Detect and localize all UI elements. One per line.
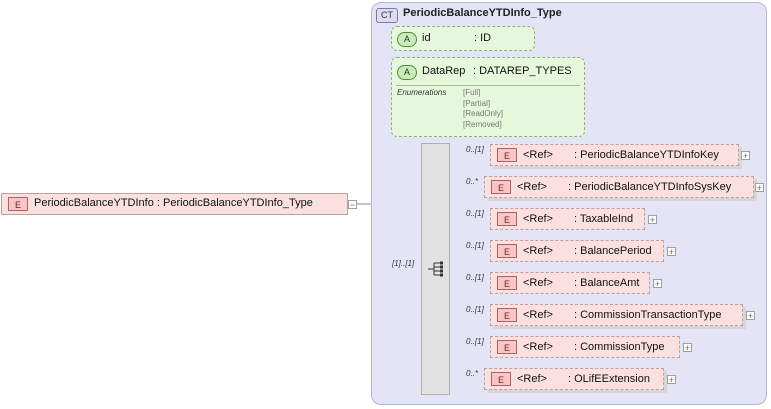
enumerations-label: Enumerations: [397, 88, 447, 97]
element-commissiontype[interactable]: E <Ref> : CommissionType: [490, 336, 680, 358]
element-cardinality: 0..[1]: [466, 209, 484, 218]
element-cardinality: 0..[1]: [466, 241, 484, 250]
element-type: : PeriodicBalanceYTDInfoKey: [574, 149, 719, 161]
element-balanceperiod[interactable]: E <Ref> : BalancePeriod: [490, 240, 664, 262]
expand-icon[interactable]: +: [683, 343, 692, 353]
enumeration-value: [Partial]: [463, 98, 491, 108]
element-badge: E: [8, 197, 28, 211]
sequence-compositor[interactable]: [421, 143, 450, 395]
element-cardinality: 0..*: [466, 177, 479, 186]
element-cardinality: 0..[1]: [466, 145, 484, 154]
expand-icon[interactable]: +: [667, 375, 676, 385]
expand-icon[interactable]: +: [755, 183, 764, 193]
element-badge: E: [497, 244, 517, 258]
enumeration-value: [Removed]: [463, 119, 502, 129]
element-type: : CommissionTransactionType: [574, 309, 722, 321]
element-type: : CommissionType: [574, 341, 665, 353]
element-cardinality: 0..[1]: [466, 337, 484, 346]
element-cardinality: 0..*: [466, 369, 479, 378]
element-type: : BalanceAmt: [574, 277, 640, 289]
element-badge: E: [491, 372, 511, 386]
element-ref: <Ref>: [523, 341, 553, 353]
expand-icon[interactable]: +: [741, 151, 750, 161]
expand-icon[interactable]: +: [667, 247, 676, 257]
attribute-badge: A: [397, 32, 417, 47]
element-badge: E: [491, 180, 511, 194]
expand-icon[interactable]: +: [648, 215, 657, 225]
attribute-datarep[interactable]: A DataRep : DATAREP_TYPES Enumerations […: [391, 57, 585, 137]
divider: [396, 85, 580, 86]
collapse-icon[interactable]: −: [348, 200, 357, 210]
attribute-name: id: [422, 32, 431, 44]
root-element[interactable]: E PeriodicBalanceYTDInfo : PeriodicBalan…: [1, 193, 348, 215]
element-type: : TaxableInd: [574, 213, 634, 225]
enumeration-list: [Full] [Partial] [ReadOnly] [Removed]: [463, 88, 503, 130]
element-ref: <Ref>: [523, 245, 553, 257]
root-element-label: PeriodicBalanceYTDInfo : PeriodicBalance…: [34, 197, 313, 209]
element-ref: <Ref>: [523, 277, 553, 289]
element-taxableind[interactable]: E <Ref> : TaxableInd: [490, 208, 645, 230]
element-type: : OLifEExtension: [568, 373, 650, 385]
element-commissiontransactiontype[interactable]: E <Ref> : CommissionTransactionType: [490, 304, 743, 326]
attribute-type: : DATAREP_TYPES: [473, 65, 572, 77]
element-type: : BalancePeriod: [574, 245, 652, 257]
element-badge: E: [497, 276, 517, 290]
element-ref: <Ref>: [517, 181, 547, 193]
element-type: : PeriodicBalanceYTDInfoSysKey: [568, 181, 732, 193]
attribute-id[interactable]: A id : ID: [391, 26, 535, 51]
element-badge: E: [497, 340, 517, 354]
complex-type-badge: CT: [376, 8, 398, 23]
expand-icon[interactable]: +: [653, 279, 662, 289]
enumeration-value: [Full]: [463, 88, 481, 97]
sequence-cardinality: [1]..[1]: [392, 259, 415, 268]
element-balanceamt[interactable]: E <Ref> : BalanceAmt: [490, 272, 650, 294]
enumeration-value: [ReadOnly]: [463, 109, 504, 118]
element-ref: <Ref>: [523, 309, 553, 321]
element-ref: <Ref>: [523, 213, 553, 225]
element-cardinality: 0..[1]: [466, 305, 484, 314]
element-olifeextension[interactable]: E <Ref> : OLifEExtension: [484, 368, 664, 390]
element-badge: E: [497, 212, 517, 226]
attribute-type: : ID: [474, 32, 492, 44]
element-ref: <Ref>: [517, 373, 547, 385]
sequence-icon: [428, 261, 443, 277]
complex-type-title: PeriodicBalanceYTDInfo_Type: [403, 7, 562, 19]
element-badge: E: [497, 308, 517, 322]
element-cardinality: 0..[1]: [466, 273, 484, 282]
attribute-name: DataRep: [422, 65, 466, 77]
element-periodicbalanceytdinfokey[interactable]: E <Ref> : PeriodicBalanceYTDInfoKey: [490, 144, 739, 166]
element-ref: <Ref>: [523, 149, 553, 161]
element-badge: E: [497, 148, 517, 162]
expand-icon[interactable]: +: [746, 311, 755, 321]
element-periodicbalanceytdinfosyskey[interactable]: E <Ref> : PeriodicBalanceYTDInfoSysKey: [484, 176, 754, 198]
attribute-badge: A: [397, 65, 417, 80]
